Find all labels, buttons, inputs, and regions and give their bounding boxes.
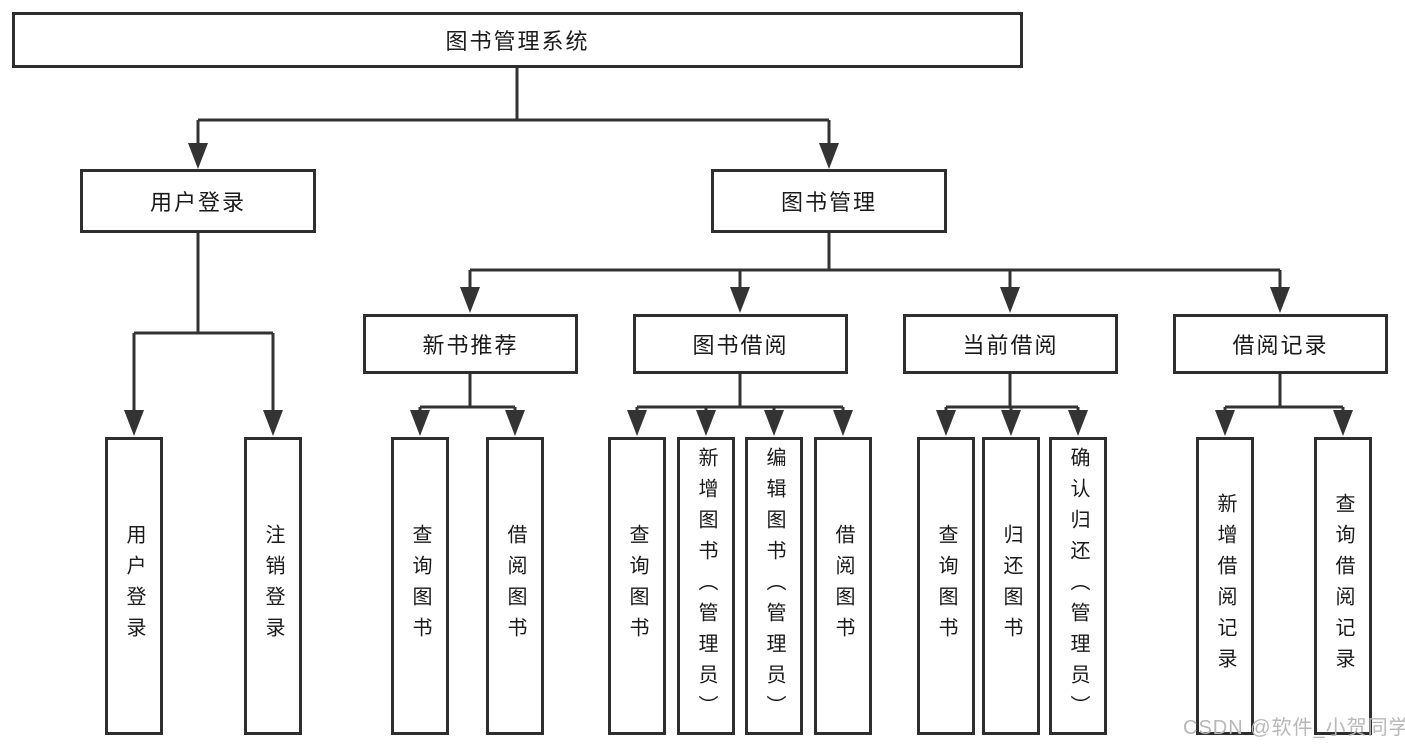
- node-book-borrow: 图书借阅: [633, 314, 848, 374]
- leaf-br-query-record: 查询借阅记录: [1314, 437, 1372, 735]
- leaf-bb-add-books-admin: 新增图书（管理员）: [677, 437, 735, 735]
- node-borrow-records: 借阅记录: [1173, 314, 1388, 374]
- connector-borrow-records-to-leaves: [1215, 374, 1353, 436]
- leaf-logout: 注销登录: [244, 437, 302, 735]
- connector-root-to-level2: [188, 68, 839, 169]
- csdn-watermark: CSDN @软件_小贺同学: [1183, 717, 1405, 739]
- leaf-bb-borrow-books: 借阅图书: [814, 437, 872, 735]
- leaf-cb-return-books: 归还图书: [982, 437, 1040, 735]
- connector-current-borrow-to-leaves: [936, 374, 1088, 436]
- node-user-login: 用户登录: [80, 169, 316, 233]
- leaf-br-add-record: 新增借阅记录: [1196, 437, 1254, 735]
- leaf-cb-query-books: 查询图书: [917, 437, 975, 735]
- node-current-borrow: 当前借阅: [903, 314, 1118, 374]
- leaf-cb-confirm-return-admin: 确认归还（管理员）: [1049, 437, 1107, 735]
- leaf-bb-query-books: 查询图书: [608, 437, 666, 735]
- node-new-book-recommend: 新书推荐: [363, 314, 578, 374]
- connector-book-management-to-level3: [460, 233, 1290, 313]
- connector-user-login-to-leaves: [124, 233, 283, 436]
- leaf-nb-query-books: 查询图书: [391, 437, 449, 735]
- connector-book-borrow-to-leaves: [627, 374, 853, 436]
- leaf-nb-borrow-books: 借阅图书: [486, 437, 544, 735]
- connector-new-book-to-leaves: [410, 374, 525, 436]
- node-root-system: 图书管理系统: [12, 12, 1023, 68]
- leaf-user-login: 用户登录: [105, 437, 163, 735]
- leaf-bb-edit-books-admin: 编辑图书（管理员）: [745, 437, 803, 735]
- node-book-management: 图书管理: [711, 169, 947, 233]
